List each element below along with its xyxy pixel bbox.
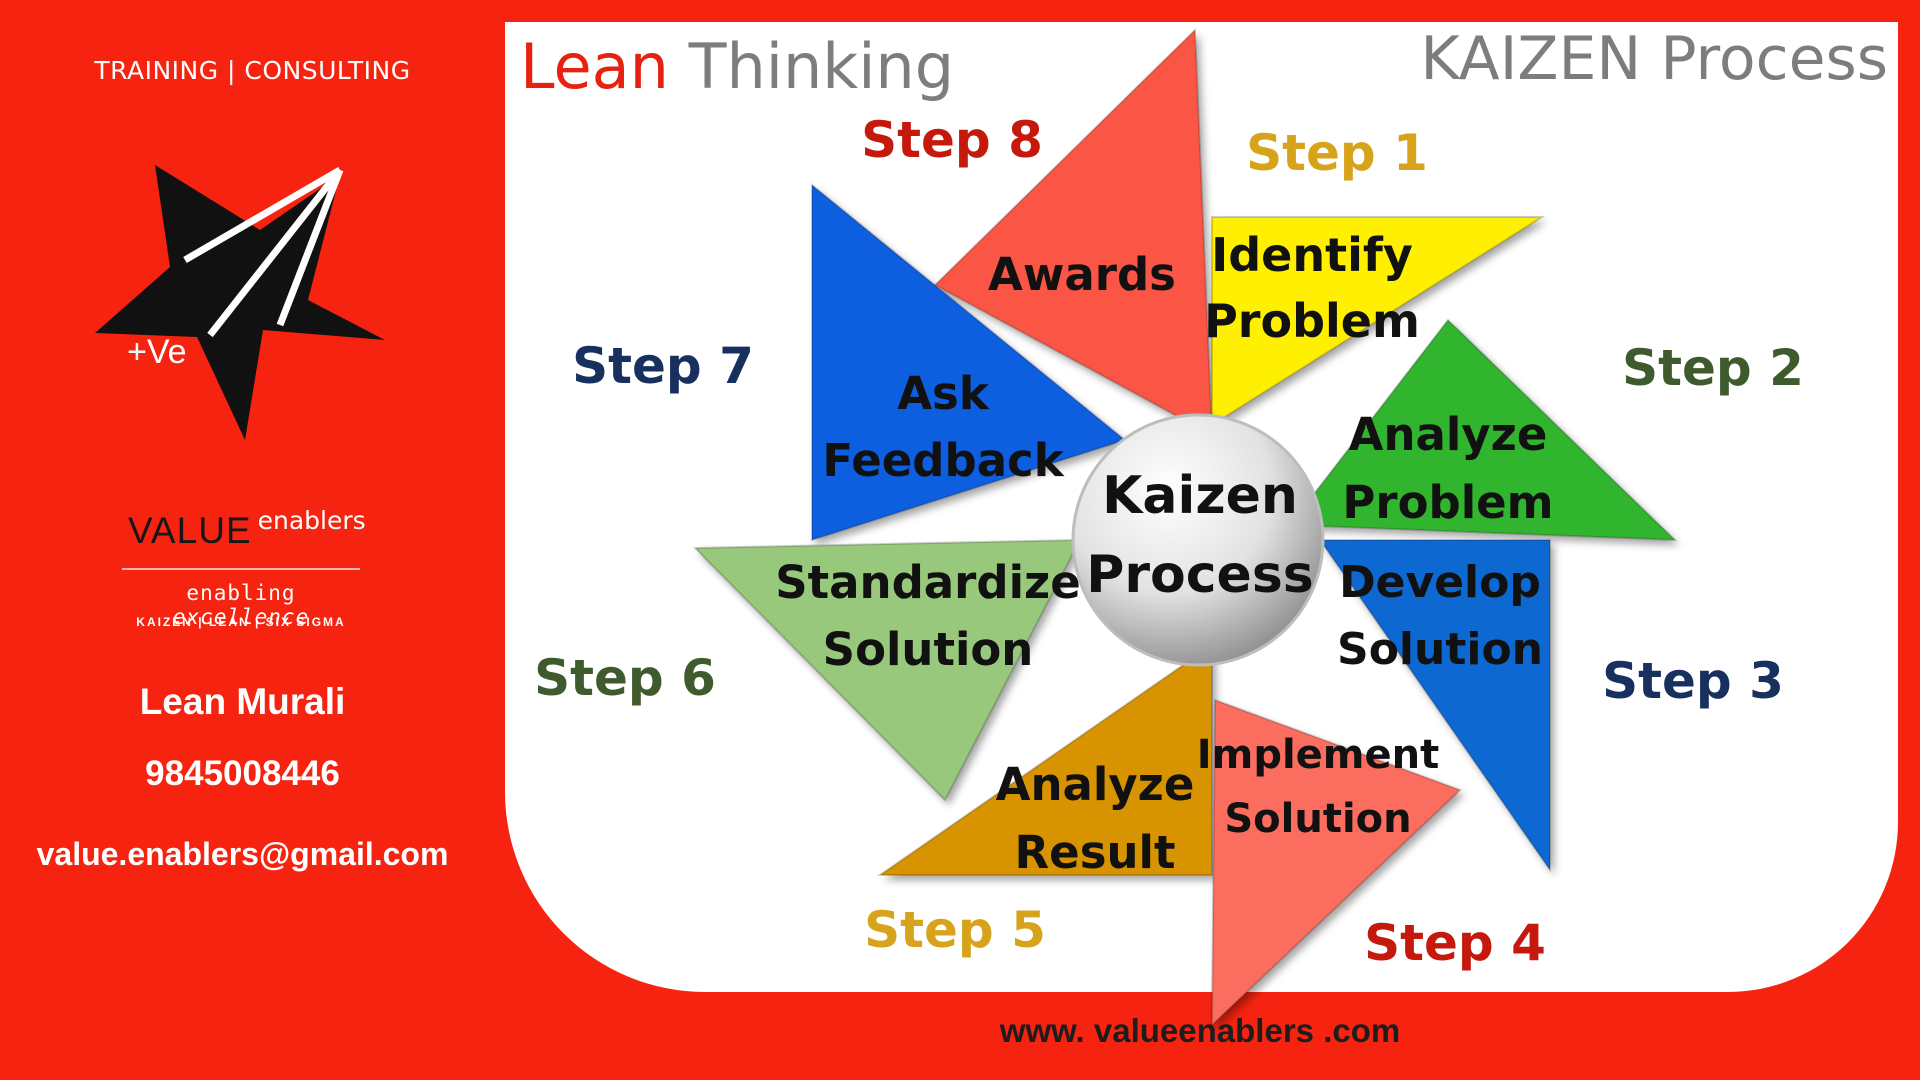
- blade-label-step-5-line2: Result: [1015, 826, 1176, 879]
- center-label-line2: Process: [1086, 545, 1313, 605]
- step-label-5: Step 5: [864, 901, 1046, 959]
- blade-label-step-1-line1: Identify: [1211, 228, 1413, 282]
- blade-label-step-4-line2: Solution: [1224, 796, 1411, 842]
- brand-divider: [122, 568, 360, 570]
- title-thinking: Thinking: [688, 30, 955, 103]
- step-label-6: Step 6: [534, 649, 716, 707]
- center-label-line1: Kaizen: [1102, 466, 1298, 526]
- blade-label-step-2-line2: Problem: [1342, 476, 1553, 529]
- brand-enablers: enablers: [257, 506, 366, 535]
- tagline: TRAINING | CONSULTING: [94, 56, 411, 85]
- step-label-8: Step 8: [861, 111, 1043, 169]
- blade-label-step-2-line1: Analyze: [1349, 408, 1548, 461]
- brand-slogan: enabling excellence: [122, 581, 360, 629]
- blade-label-step-3-line1: Develop: [1339, 557, 1541, 608]
- slogan-emphasis: excellence: [172, 605, 310, 629]
- blade-label-step-5-line1: Analyze: [996, 758, 1195, 811]
- blade-step-7: [811, 182, 1128, 542]
- page-subtitle: KAIZEN Process: [1420, 24, 1888, 94]
- step-label-7: Step 7: [572, 337, 754, 395]
- blade-step-6: [692, 538, 1082, 802]
- blade-label-step-6-line2: Solution: [823, 623, 1034, 676]
- star-logo-icon: +Ve: [95, 165, 385, 440]
- slogan-prefix: enabling: [186, 581, 296, 605]
- blade-step-1: [1211, 216, 1546, 427]
- blade-label-step-4-line1: Implement: [1197, 732, 1439, 778]
- brand-value: VALUE: [128, 510, 252, 551]
- step-label-4: Step 4: [1364, 914, 1546, 972]
- blade-label-step-8-line1: Awards: [988, 248, 1176, 301]
- contact-name: Lean Murali: [139, 681, 346, 722]
- blade-label-step-3-line2: Solution: [1337, 624, 1543, 675]
- logo-mark-text: +Ve: [127, 333, 187, 371]
- blade-step-4: [1210, 698, 1462, 1028]
- brand-subline: KAIZEN | LEAN | SIX SIGMA: [136, 615, 346, 629]
- blade-step-5: [876, 643, 1213, 876]
- blade-label-step-1-line2: Problem: [1204, 294, 1420, 348]
- blade-step-3: [1318, 539, 1551, 874]
- center-hub: Kaizen Process: [1071, 413, 1325, 667]
- step-label-2: Step 2: [1622, 339, 1804, 397]
- step-label-1: Step 1: [1246, 124, 1428, 182]
- blade-step-2: [1288, 318, 1678, 542]
- contact-phone: 9845008446: [145, 754, 340, 793]
- blade-label-step-6-line1: Standardize: [775, 556, 1080, 609]
- blade-label-step-7-line2: Feedback: [822, 434, 1064, 487]
- title-lean: Lean: [520, 30, 669, 103]
- blade-label-step-7-line1: Ask: [897, 367, 990, 420]
- step-label-3: Step 3: [1602, 652, 1784, 710]
- contact-email: value.enablers@gmail.com: [36, 836, 449, 872]
- blade-step-8: [933, 27, 1214, 437]
- page-title: Lean Thinking: [520, 30, 954, 103]
- website-link[interactable]: www. valueenablers .com: [999, 1012, 1401, 1049]
